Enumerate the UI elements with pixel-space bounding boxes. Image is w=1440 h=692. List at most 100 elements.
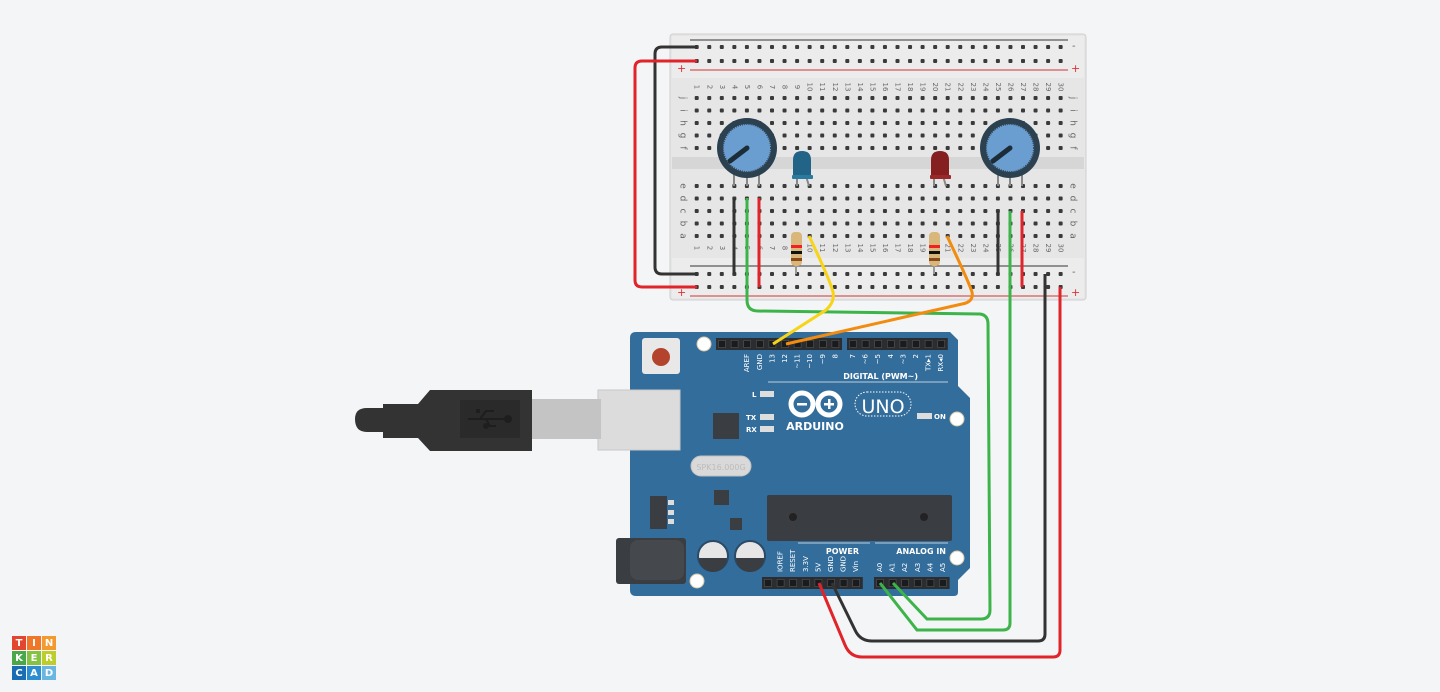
breadboard-hole[interactable] xyxy=(895,272,900,276)
breadboard-hole[interactable] xyxy=(757,96,762,100)
breadboard-hole[interactable] xyxy=(983,184,988,188)
breadboard-hole[interactable] xyxy=(908,96,913,100)
breadboard-hole[interactable] xyxy=(882,96,887,100)
breadboard-hole[interactable] xyxy=(1033,285,1038,289)
breadboard-hole[interactable] xyxy=(933,221,938,226)
header-pin[interactable] xyxy=(874,340,883,348)
breadboard-hole[interactable] xyxy=(933,146,938,150)
breadboard-hole[interactable] xyxy=(1058,234,1063,238)
breadboard-hole[interactable] xyxy=(983,285,988,289)
potentiometer-right[interactable] xyxy=(980,118,1040,186)
breadboard-hole[interactable] xyxy=(895,184,900,188)
breadboard-hole[interactable] xyxy=(1008,196,1013,201)
breadboard-hole[interactable] xyxy=(795,146,800,150)
breadboard-hole[interactable] xyxy=(857,146,862,150)
breadboard-hole[interactable] xyxy=(719,108,724,113)
breadboard-hole[interactable] xyxy=(920,221,925,226)
breadboard-hole[interactable] xyxy=(983,108,988,113)
breadboard-hole[interactable] xyxy=(945,108,950,113)
breadboard-hole[interactable] xyxy=(807,59,812,63)
breadboard-hole[interactable] xyxy=(807,45,812,49)
breadboard-hole[interactable] xyxy=(1033,121,1038,125)
potentiometer-left[interactable] xyxy=(717,118,777,186)
breadboard-hole[interactable] xyxy=(1058,209,1063,213)
breadboard-hole[interactable] xyxy=(970,184,975,188)
breadboard-hole[interactable] xyxy=(970,196,975,201)
breadboard-hole[interactable] xyxy=(870,285,875,289)
breadboard-hole[interactable] xyxy=(719,59,724,63)
breadboard-hole[interactable] xyxy=(820,272,825,276)
breadboard-hole[interactable] xyxy=(782,108,787,113)
breadboard-hole[interactable] xyxy=(694,121,699,125)
breadboard-hole[interactable] xyxy=(1058,59,1063,63)
breadboard-hole[interactable] xyxy=(895,59,900,63)
breadboard-hole[interactable] xyxy=(857,234,862,238)
breadboard-hole[interactable] xyxy=(1033,209,1038,213)
breadboard-hole[interactable] xyxy=(782,184,787,188)
breadboard-hole[interactable] xyxy=(832,234,837,238)
breadboard-hole[interactable] xyxy=(782,59,787,63)
breadboard-hole[interactable] xyxy=(820,221,825,226)
breadboard-hole[interactable] xyxy=(882,272,887,276)
breadboard-hole[interactable] xyxy=(832,184,837,188)
breadboard-hole[interactable] xyxy=(882,45,887,49)
breadboard-hole[interactable] xyxy=(832,221,837,226)
breadboard-hole[interactable] xyxy=(782,221,787,226)
header-pin[interactable] xyxy=(912,340,920,348)
breadboard-hole[interactable] xyxy=(1058,108,1063,113)
breadboard-hole[interactable] xyxy=(857,221,862,226)
breadboard-hole[interactable] xyxy=(1058,196,1063,201)
breadboard-hole[interactable] xyxy=(719,209,724,213)
breadboard-hole[interactable] xyxy=(707,285,712,289)
header-pin[interactable] xyxy=(924,340,933,348)
breadboard-hole[interactable] xyxy=(882,196,887,201)
breadboard-hole[interactable] xyxy=(945,196,950,201)
breadboard-hole[interactable] xyxy=(832,146,837,150)
breadboard-hole[interactable] xyxy=(820,234,825,238)
breadboard-hole[interactable] xyxy=(983,196,988,201)
breadboard-hole[interactable] xyxy=(757,45,762,49)
header-pin[interactable] xyxy=(768,340,777,348)
breadboard-hole[interactable] xyxy=(719,221,724,226)
breadboard-hole[interactable] xyxy=(1058,96,1063,100)
breadboard-hole[interactable] xyxy=(857,108,862,113)
breadboard-hole[interactable] xyxy=(970,133,975,138)
breadboard-hole[interactable] xyxy=(744,45,749,49)
breadboard-hole[interactable] xyxy=(707,146,712,150)
breadboard-hole[interactable] xyxy=(908,272,913,276)
breadboard-hole[interactable] xyxy=(857,209,862,213)
breadboard-hole[interactable] xyxy=(882,234,887,238)
breadboard-hole[interactable] xyxy=(1046,59,1051,63)
breadboard-hole[interactable] xyxy=(908,196,913,201)
breadboard-hole[interactable] xyxy=(995,45,1000,49)
breadboard-hole[interactable] xyxy=(757,108,762,113)
header-pin[interactable] xyxy=(831,340,840,348)
breadboard-hole[interactable] xyxy=(770,234,774,238)
breadboard-hole[interactable] xyxy=(870,45,875,49)
breadboard-hole[interactable] xyxy=(983,59,988,63)
breadboard-hole[interactable] xyxy=(707,209,712,213)
breadboard-hole[interactable] xyxy=(870,196,875,201)
breadboard-hole[interactable] xyxy=(882,146,887,150)
breadboard-hole[interactable] xyxy=(707,121,712,125)
breadboard-hole[interactable] xyxy=(1008,59,1013,63)
breadboard-hole[interactable] xyxy=(945,272,950,276)
breadboard-hole[interactable] xyxy=(845,121,850,125)
breadboard-hole[interactable] xyxy=(770,108,774,113)
breadboard-hole[interactable] xyxy=(707,133,712,138)
breadboard-hole[interactable] xyxy=(933,196,938,201)
breadboard-hole[interactable] xyxy=(895,121,900,125)
breadboard-hole[interactable] xyxy=(958,96,963,100)
header-pin[interactable] xyxy=(888,579,897,587)
breadboard-hole[interactable] xyxy=(694,184,699,188)
header-pin[interactable] xyxy=(743,340,752,348)
breadboard-hole[interactable] xyxy=(1058,221,1063,226)
breadboard-hole[interactable] xyxy=(795,133,800,138)
breadboard-hole[interactable] xyxy=(795,285,800,289)
header-pin[interactable] xyxy=(926,579,935,587)
breadboard-hole[interactable] xyxy=(845,133,850,138)
breadboard-hole[interactable] xyxy=(995,108,1000,113)
breadboard-hole[interactable] xyxy=(908,285,913,289)
